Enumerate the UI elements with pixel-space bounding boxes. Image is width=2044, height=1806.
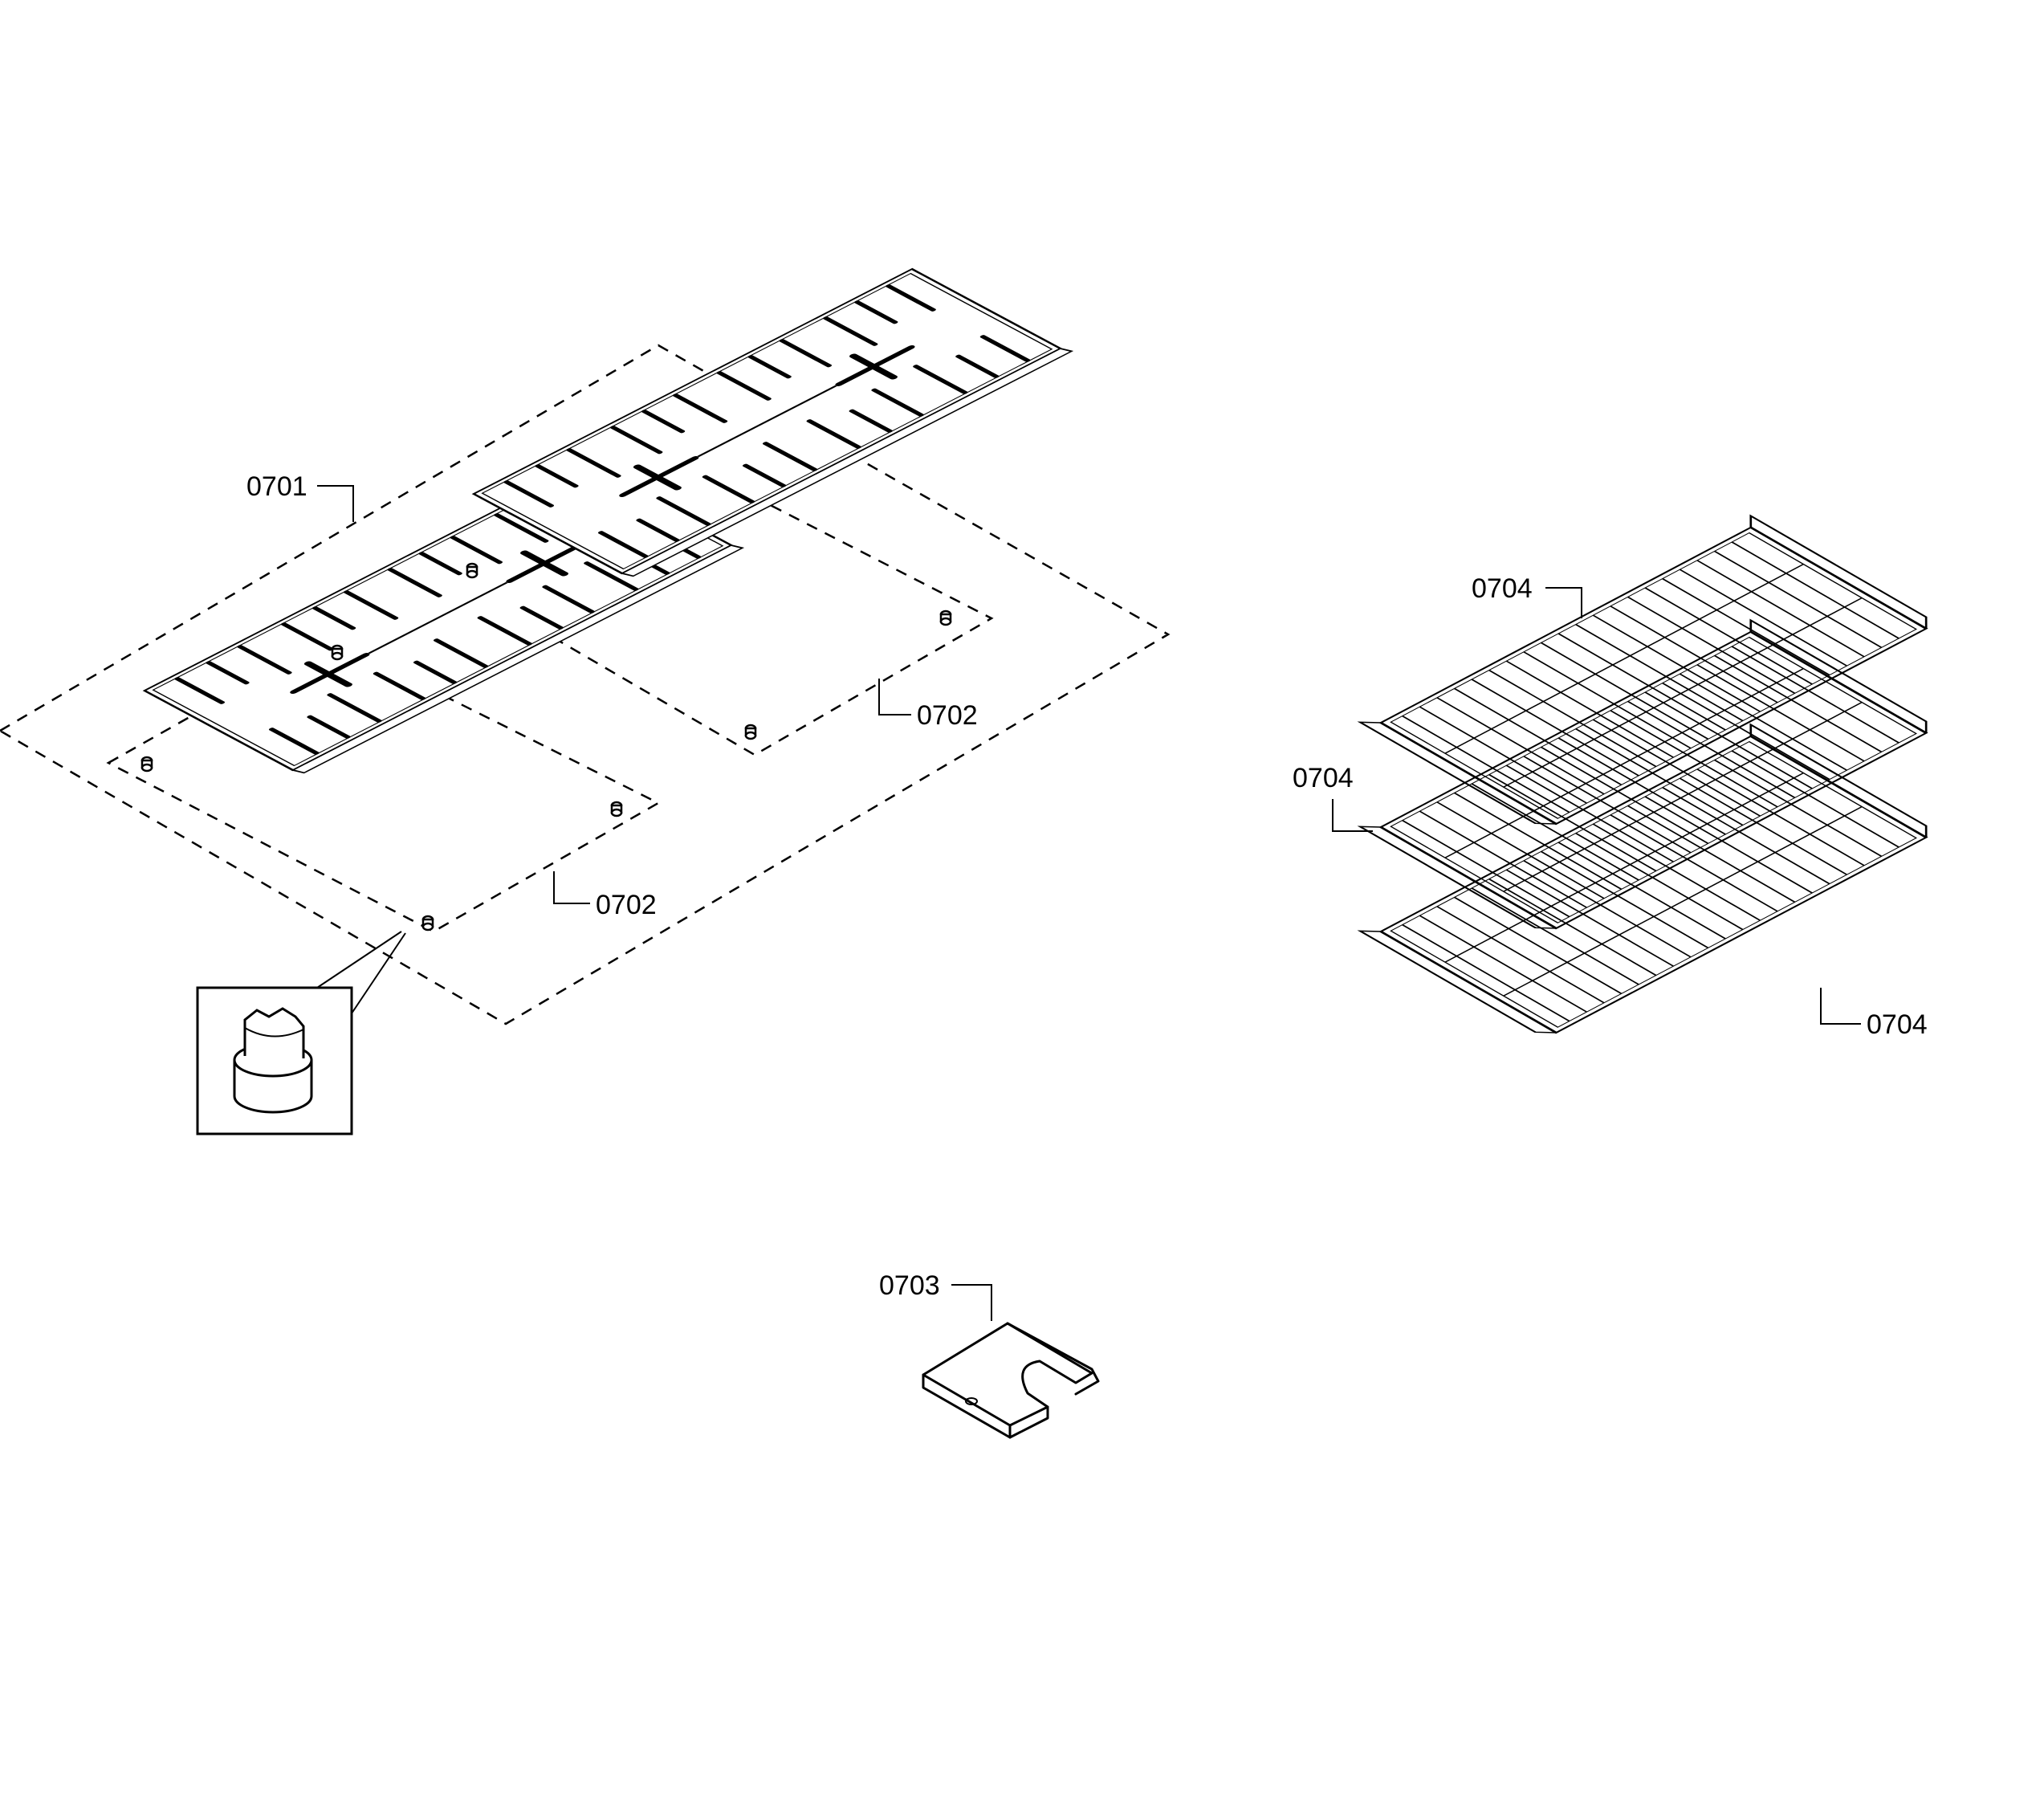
callout-0703: 0703 xyxy=(879,1270,940,1301)
bumper-detail-inset xyxy=(196,931,406,1135)
leader-0703 xyxy=(951,1284,992,1321)
callout-0701: 0701 xyxy=(246,471,307,502)
anti-tip-bracket-icon xyxy=(922,1322,1100,1439)
callout-0704-middle: 0704 xyxy=(1293,763,1354,793)
oven-rack-icon xyxy=(1358,618,1938,936)
callout-0704-bottom: 0704 xyxy=(1867,1009,1928,1040)
exploded-boundary-outline xyxy=(0,344,1171,1025)
rubber-bumper-icon xyxy=(140,562,952,932)
leader-0702-left xyxy=(553,871,590,904)
leader-0704-middle xyxy=(1332,799,1373,832)
callout-0704-top: 0704 xyxy=(1472,573,1533,604)
leader-0702-right xyxy=(878,679,911,715)
burner-grate-icon xyxy=(474,267,1072,577)
leader-0701 xyxy=(317,485,354,522)
leader-0704-bottom xyxy=(1820,988,1861,1025)
callout-0702-right: 0702 xyxy=(917,700,978,731)
callout-0702-left: 0702 xyxy=(596,890,657,920)
leader-0704-top xyxy=(1545,587,1582,618)
